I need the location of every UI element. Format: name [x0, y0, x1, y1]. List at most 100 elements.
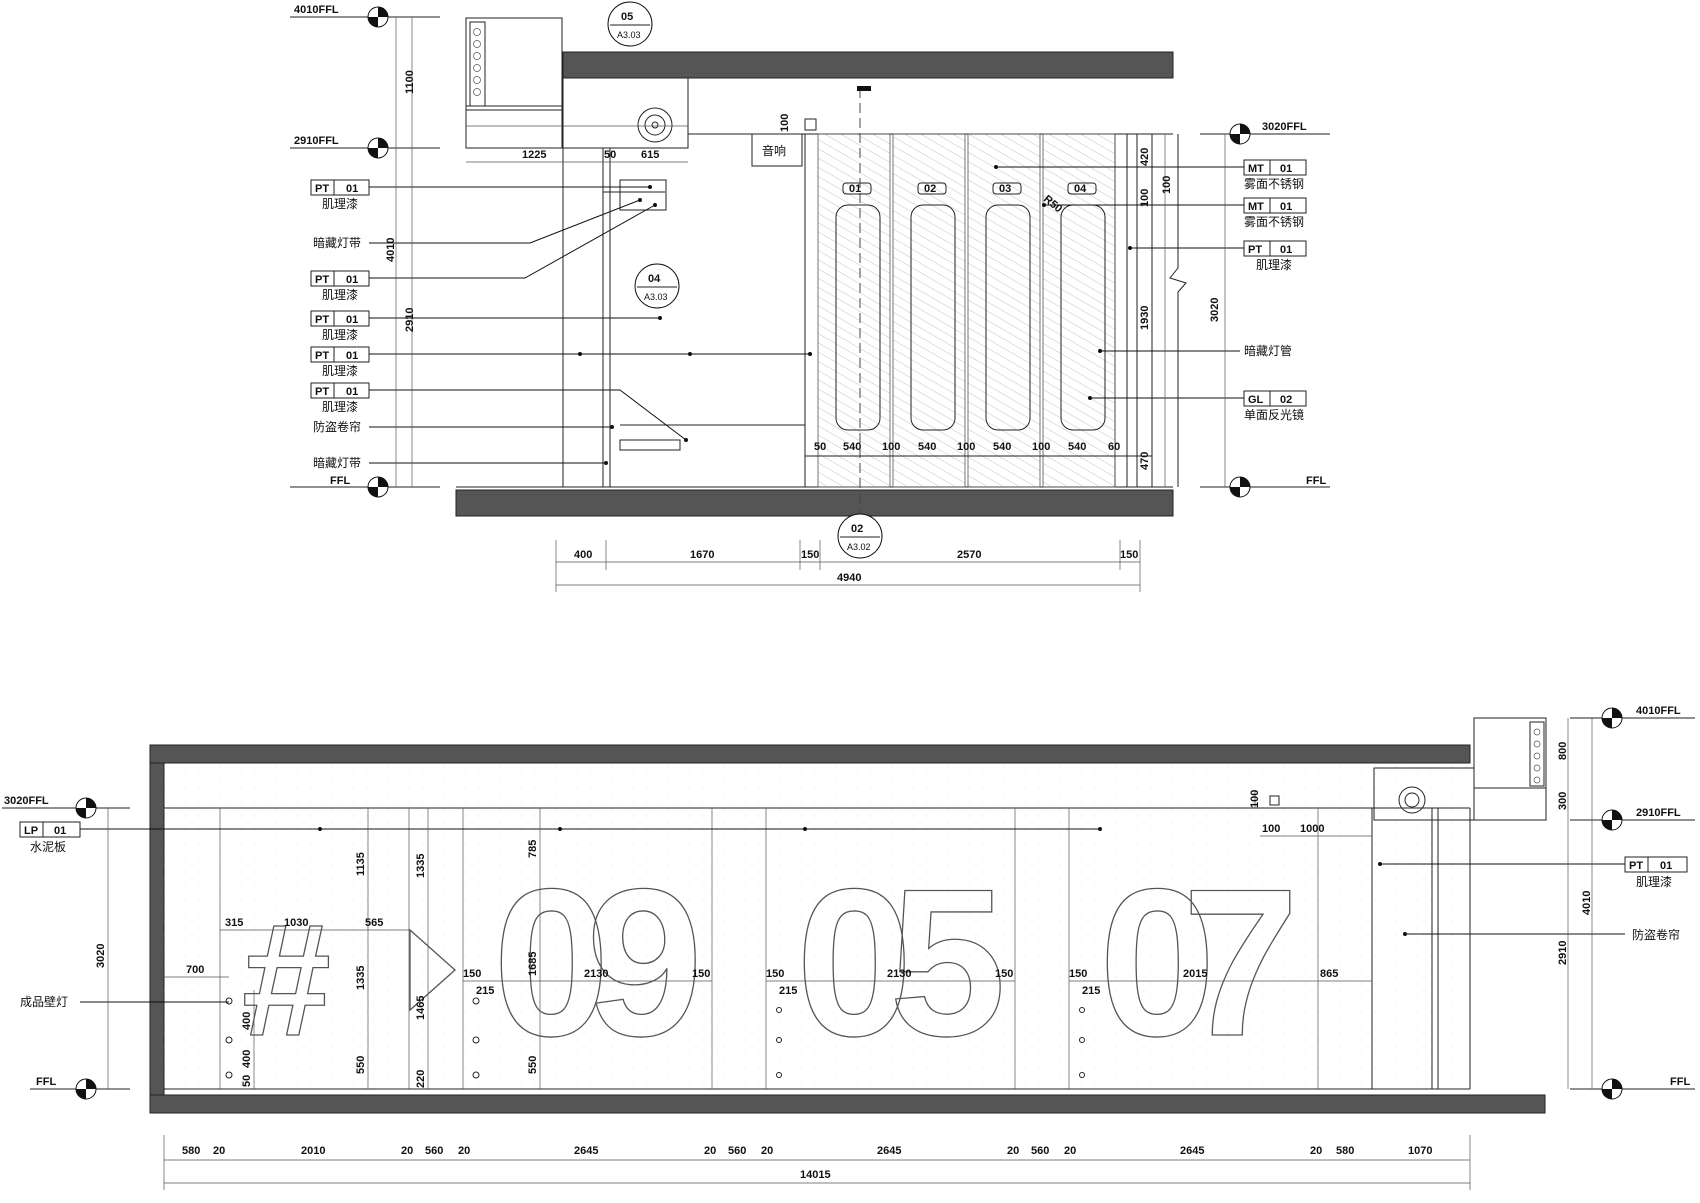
svg-text:2015: 2015: [1183, 968, 1207, 980]
svg-text:A3.03: A3.03: [644, 292, 668, 302]
svg-text:A3.03: A3.03: [617, 30, 641, 40]
floor-slab: [149, 1094, 1546, 1114]
svg-text:01: 01: [346, 183, 358, 195]
svg-text:肌理漆: 肌理漆: [322, 328, 358, 342]
svg-text:肌理漆: 肌理漆: [322, 400, 358, 414]
svg-text:肌理漆: 肌理漆: [322, 197, 358, 211]
svg-text:20: 20: [1007, 1145, 1019, 1157]
svg-text:3020: 3020: [1209, 298, 1221, 322]
svg-text:肌理漆: 肌理漆: [322, 364, 358, 378]
level-marker: 4010FFL: [1570, 705, 1695, 729]
level-marker: 3020FFL: [2, 795, 130, 819]
material-tag: LP 01 水泥板: [19, 821, 1102, 854]
speaker-box: [751, 133, 803, 167]
svg-text:215: 215: [779, 985, 797, 997]
svg-text:785: 785: [527, 840, 539, 858]
svg-text:2645: 2645: [1180, 1145, 1204, 1157]
panel-joints: [219, 808, 1471, 1089]
svg-text:1670: 1670: [690, 549, 714, 561]
note-label: 暗藏灯带: [313, 455, 608, 470]
svg-text:PT: PT: [1629, 860, 1643, 872]
level-marker: 2910FFL: [1570, 807, 1695, 831]
svg-text:1685: 1685: [527, 952, 539, 976]
svg-text:肌理漆: 肌理漆: [322, 288, 358, 302]
note-label: 成品壁灯: [20, 994, 229, 1009]
material-tag: MT 01 雾面不锈钢: [994, 159, 1307, 191]
svg-text:20: 20: [761, 1145, 773, 1157]
svg-text:04: 04: [648, 273, 661, 285]
level-marker: FFL: [30, 1076, 130, 1100]
sign-hash: #: [242, 890, 331, 1069]
svg-text:02: 02: [1280, 394, 1292, 406]
svg-text:01: 01: [346, 314, 358, 326]
svg-text:560: 560: [1031, 1145, 1049, 1157]
svg-text:400: 400: [241, 1012, 253, 1030]
note-label: 防盗卷帘: [313, 419, 614, 434]
svg-text:50: 50: [814, 441, 826, 453]
bottom-elevation: # 09 05 07: [149, 717, 1547, 1114]
svg-text:成品壁灯: 成品壁灯: [20, 994, 68, 1009]
bottom-dimensions: 3020 1135 1335 550 1335 1465 220 785 168…: [95, 718, 1593, 1089]
svg-text:01: 01: [346, 386, 358, 398]
signage: # 09 05 07: [241, 844, 1299, 1080]
ceiling-slab: [149, 744, 1471, 764]
svg-text:01: 01: [54, 825, 66, 837]
material-tag: PT 01 肌理漆: [1378, 856, 1688, 889]
top-dimensions: 1100 4010 2910 1225 50 615 100 R50 420 1…: [385, 17, 1226, 592]
floor-slab: [455, 489, 1174, 517]
svg-text:150: 150: [692, 968, 710, 980]
material-tag: PT 01 肌理漆: [1128, 240, 1307, 272]
svg-text:540: 540: [918, 441, 936, 453]
section-callout: 05 A3.03: [607, 1, 653, 47]
svg-text:100: 100: [1262, 823, 1280, 835]
level-markers-bottom: 3020FFL FFL 4010FFL 2910FFL FFL: [2, 705, 1695, 1100]
svg-text:60: 60: [1108, 441, 1120, 453]
svg-text:1070: 1070: [1408, 1145, 1432, 1157]
section-callouts: 05 A3.03 04 A3.03 02 A3.02: [607, 1, 883, 559]
svg-text:01: 01: [1280, 163, 1292, 175]
svg-text:220: 220: [415, 1070, 427, 1088]
svg-text:150: 150: [1120, 549, 1138, 561]
svg-text:700: 700: [186, 964, 204, 976]
svg-text:FFL: FFL: [330, 475, 350, 487]
svg-text:FFL: FFL: [1670, 1076, 1690, 1088]
material-tag: GL 02 单面反光镜: [1088, 390, 1307, 422]
level-marker: 2910FFL: [290, 135, 440, 159]
svg-text:20: 20: [1310, 1145, 1322, 1157]
level-markers-top: 4010FFL 2910FFL FFL 3020FFL FFL: [290, 4, 1330, 498]
svg-text:1030: 1030: [284, 917, 308, 929]
svg-text:2645: 2645: [877, 1145, 901, 1157]
svg-text:PT: PT: [315, 274, 329, 286]
sign-number: 09: [493, 845, 703, 1080]
panel-number-tags: 01 02 03 04: [842, 182, 1097, 195]
svg-text:PT: PT: [315, 350, 329, 362]
level-marker: 4010FFL: [290, 4, 440, 28]
svg-text:20: 20: [401, 1145, 413, 1157]
svg-text:400: 400: [574, 549, 592, 561]
svg-text:水泥板: 水泥板: [30, 840, 66, 854]
svg-text:150: 150: [995, 968, 1013, 980]
svg-text:2910FFL: 2910FFL: [294, 135, 339, 147]
svg-text:150: 150: [766, 968, 784, 980]
svg-text:1930: 1930: [1139, 306, 1151, 330]
svg-text:3020FFL: 3020FFL: [4, 795, 49, 807]
svg-text:2570: 2570: [957, 549, 981, 561]
svg-text:LP: LP: [24, 825, 38, 837]
svg-text:防盗卷帘: 防盗卷帘: [313, 419, 361, 434]
svg-text:2910: 2910: [404, 308, 416, 332]
ceiling-slab: [562, 51, 1174, 79]
svg-text:3020FFL: 3020FFL: [1262, 121, 1307, 133]
svg-text:100: 100: [1032, 441, 1050, 453]
svg-text:01: 01: [1280, 244, 1292, 256]
svg-text:20: 20: [458, 1145, 470, 1157]
material-tag: MT 01 雾面不锈钢: [1042, 197, 1307, 229]
svg-text:2910: 2910: [1557, 941, 1569, 965]
svg-text:150: 150: [463, 968, 481, 980]
svg-text:01: 01: [1660, 860, 1672, 872]
svg-text:315: 315: [225, 917, 243, 929]
svg-text:100: 100: [1139, 189, 1151, 207]
svg-text:215: 215: [1082, 985, 1100, 997]
svg-text:540: 540: [993, 441, 1011, 453]
